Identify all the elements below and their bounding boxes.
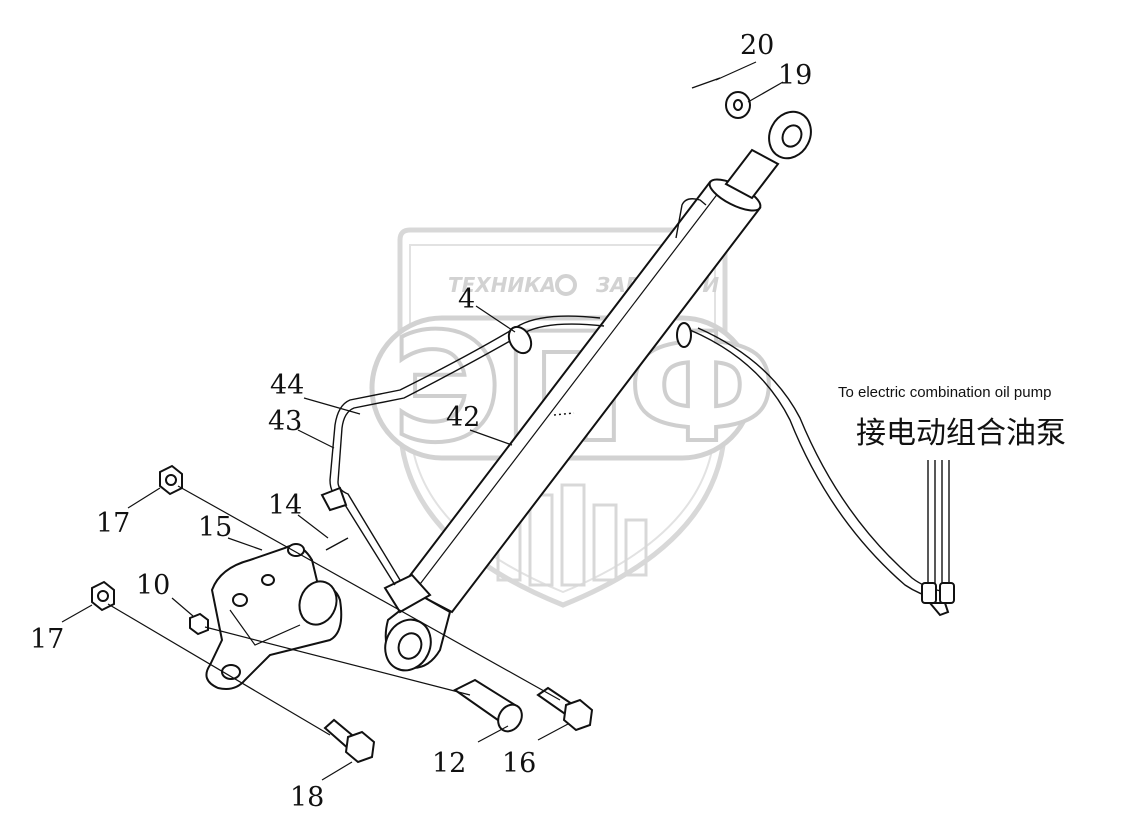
pump-label-en: To electric combination oil pump xyxy=(838,384,1051,401)
callout-17-upper: 17 xyxy=(96,508,130,539)
callout-20: 20 xyxy=(740,30,774,61)
bracket xyxy=(205,543,343,690)
callout-4: 4 xyxy=(458,284,475,315)
small-parts xyxy=(91,77,751,764)
callout-19: 19 xyxy=(778,60,812,91)
callout-15: 15 xyxy=(198,512,232,543)
oil-pipes xyxy=(320,315,955,617)
hydraulic-cylinder xyxy=(383,110,812,672)
callout-44: 44 xyxy=(270,370,304,401)
callouts: 20 19 4 44 43 42 14 15 17 10 17 12 16 18 xyxy=(30,30,812,813)
callout-12: 12 xyxy=(432,748,466,779)
callout-16: 16 xyxy=(502,748,536,779)
leader-lines xyxy=(61,61,784,781)
callout-14: 14 xyxy=(268,490,302,521)
callout-42: 42 xyxy=(446,402,480,433)
gear-icon xyxy=(555,274,577,296)
callout-43: 43 xyxy=(268,406,302,437)
callout-17-lower: 17 xyxy=(30,624,64,655)
callout-10: 10 xyxy=(136,570,170,601)
pump-label-cn: 接电动组合油泵 xyxy=(856,416,1066,451)
callout-18: 18 xyxy=(290,782,324,813)
watermark-brand-left: ТЕХНИКА xyxy=(448,273,556,297)
